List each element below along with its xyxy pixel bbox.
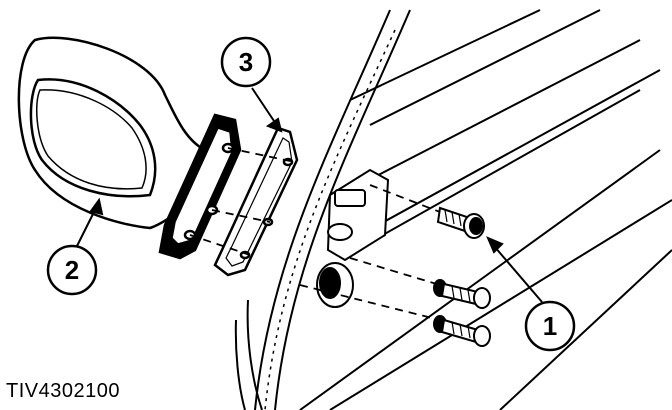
- callout-2: 2: [46, 244, 98, 296]
- figure-id-label: TIV4302100: [6, 380, 120, 402]
- door-frame-dashes: [264, 29, 396, 410]
- door-frame: [234, 9, 672, 410]
- leader-arrow-2: [89, 197, 104, 216]
- leader-arrow-1: [486, 236, 504, 254]
- screw-middle: [433, 279, 491, 309]
- screw-bottom: [433, 315, 491, 347]
- callout-leaders: [75, 87, 543, 303]
- mirror-housing: [17, 36, 207, 230]
- callout-2-number: 2: [65, 255, 79, 285]
- mirror-base-plate: [158, 113, 242, 260]
- callout-3: 3: [220, 36, 272, 88]
- leader-arrow-3: [265, 117, 283, 133]
- door-bracket: [316, 168, 390, 308]
- screw-top: [436, 206, 485, 239]
- gasket: [213, 126, 299, 277]
- callout-1: 1: [524, 300, 576, 352]
- alignment-lines: [189, 147, 441, 321]
- screws: [433, 206, 491, 347]
- callout-1-number: 1: [543, 311, 557, 341]
- callout-3-number: 3: [239, 47, 253, 77]
